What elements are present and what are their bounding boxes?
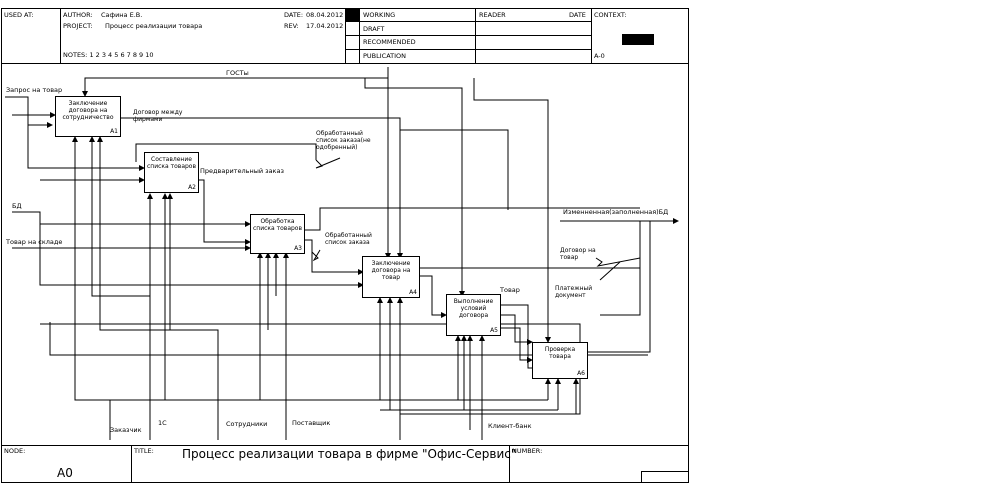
squiggle-1	[315, 157, 341, 169]
label-bd: БД	[12, 202, 22, 210]
activity-a6-number: A6	[577, 370, 585, 377]
author-value: Сафина Е.В.	[101, 11, 143, 19]
project-label: PROJECT:	[63, 22, 93, 30]
status-draft: DRAFT	[363, 25, 385, 33]
date-value: 08.04.2012	[306, 11, 344, 19]
bottom-bus-line	[49, 322, 648, 356]
gosty-to-a6-arrow	[473, 78, 551, 343]
label-predv-zakaz: Предварительный заказ	[200, 167, 284, 175]
label-obr-spisok-ne: Обработанный список заказа(не одобренный…	[316, 130, 371, 151]
activity-a6[interactable]: Проверка товара A6	[532, 342, 588, 379]
used-at-label: USED AT:	[4, 11, 34, 19]
label-client-bank: Клиент-банк	[488, 422, 532, 430]
activity-a4-number: A4	[409, 289, 417, 296]
activity-a4-label: Заключение договора на товар	[371, 260, 411, 281]
obr-spisok-arrow	[305, 239, 364, 275]
label-zapros: Запрос на товар	[6, 86, 63, 94]
squiggle-4	[599, 261, 621, 281]
diagram-title: Процесс реализации товара в фирме "Офис-…	[182, 447, 517, 461]
number-label: NUMBER:	[512, 447, 543, 455]
label-tovar-sklad: Товар на складе	[6, 238, 63, 246]
activity-a1-label: Заключение договора на сотрудничество	[62, 100, 114, 121]
izm-bd-loop-a5	[600, 221, 641, 316]
status-row-line-2	[345, 35, 591, 36]
reader-date-label: DATE	[569, 11, 586, 19]
context-thumbnail	[622, 34, 654, 45]
label-obr-spisok: Обработанный список заказа	[325, 232, 372, 246]
activity-a3[interactable]: Обработка списка товаров A3	[250, 214, 305, 254]
activity-a5-label: Выполнение условий договора	[453, 298, 494, 319]
author-label: AUTHOR:	[63, 11, 93, 19]
plat-doc-arrow	[500, 327, 533, 363]
predv-zakaz-arrow	[198, 179, 251, 245]
gosty-to-a5-arrow	[364, 78, 465, 297]
working-marker	[346, 9, 359, 21]
status-recommended: RECOMMENDED	[363, 38, 416, 46]
project-value: Процесс реализации товара	[105, 22, 203, 30]
activity-a1-number: A1	[110, 128, 118, 135]
squiggle-2	[311, 249, 321, 262]
label-postavshik: Поставщик	[292, 419, 331, 427]
activity-a2-label: Составление списка товаров	[146, 156, 197, 170]
footer-divider-3	[641, 471, 642, 483]
status-publication: PUBLICATION	[363, 52, 407, 60]
label-sotrudniki: Сотрудники	[226, 420, 268, 428]
activity-a2[interactable]: Составление списка товаров A2	[144, 152, 199, 193]
label-1c: 1С	[158, 419, 167, 427]
activity-a6-label: Проверка товара	[544, 346, 576, 360]
activity-a5[interactable]: Выполнение условий договора A5	[446, 294, 501, 336]
footer-top-line	[1, 445, 689, 446]
obr-ne-loop	[135, 143, 317, 162]
status-working: WORKING	[363, 11, 396, 19]
notes-label: NOTES: 1 2 3 4 5 6 7 8 9 10	[63, 51, 154, 59]
header-divider-5	[591, 8, 592, 63]
header-bottom-line	[1, 63, 689, 64]
label-gosty: ГОСТы	[226, 69, 249, 77]
activity-a5-number: A5	[490, 327, 498, 334]
squiggle-3	[595, 257, 641, 267]
onec-to-a1-arrow	[89, 136, 151, 440]
label-plat-doc: Платежный документ	[555, 285, 593, 299]
status-row-line-1	[345, 21, 591, 22]
node-label: NODE:	[4, 447, 26, 455]
rev-label: REV:	[284, 22, 299, 30]
zapros-to-a2-arrow	[27, 115, 145, 171]
activity-a3-label: Обработка списка товаров	[252, 218, 303, 232]
a4-to-a5-arrow	[420, 275, 447, 318]
activity-a2-number: A2	[188, 184, 196, 191]
zapros-arrow	[5, 96, 56, 118]
node-ref: A-0	[594, 52, 605, 60]
date-label: DATE:	[284, 11, 304, 19]
label-izm-bd: Изменненная(заполненная)БД	[563, 208, 669, 216]
context-label: CONTEXT:	[594, 11, 627, 19]
label-dogovor-firm: Договор между фирмами	[133, 109, 183, 123]
label-zakazchik: Заказчик	[110, 426, 142, 434]
footer-divider-1	[131, 445, 132, 483]
a5-a6-line	[500, 304, 532, 369]
title-label: TITLE:	[134, 447, 154, 455]
a3-output-line	[305, 207, 640, 231]
header-divider-1	[60, 8, 61, 63]
footer-divider-2	[509, 445, 510, 483]
activity-a3-number: A3	[294, 245, 302, 252]
status-row-line-3	[345, 49, 591, 50]
activity-a1[interactable]: Заключение договора на сотрудничество A1	[55, 96, 121, 137]
label-dogovor-tovar: Договор на товар	[560, 247, 596, 261]
node-value: A0	[57, 466, 73, 480]
activity-a4[interactable]: Заключение договора на товар A4	[362, 256, 420, 298]
reader-label: READER	[479, 11, 506, 19]
izm-bd-loop-a6	[588, 221, 651, 353]
label-tovar: Товар	[500, 286, 520, 294]
footer-number-line	[641, 471, 689, 472]
rev-value: 17.04.2012	[306, 22, 344, 30]
